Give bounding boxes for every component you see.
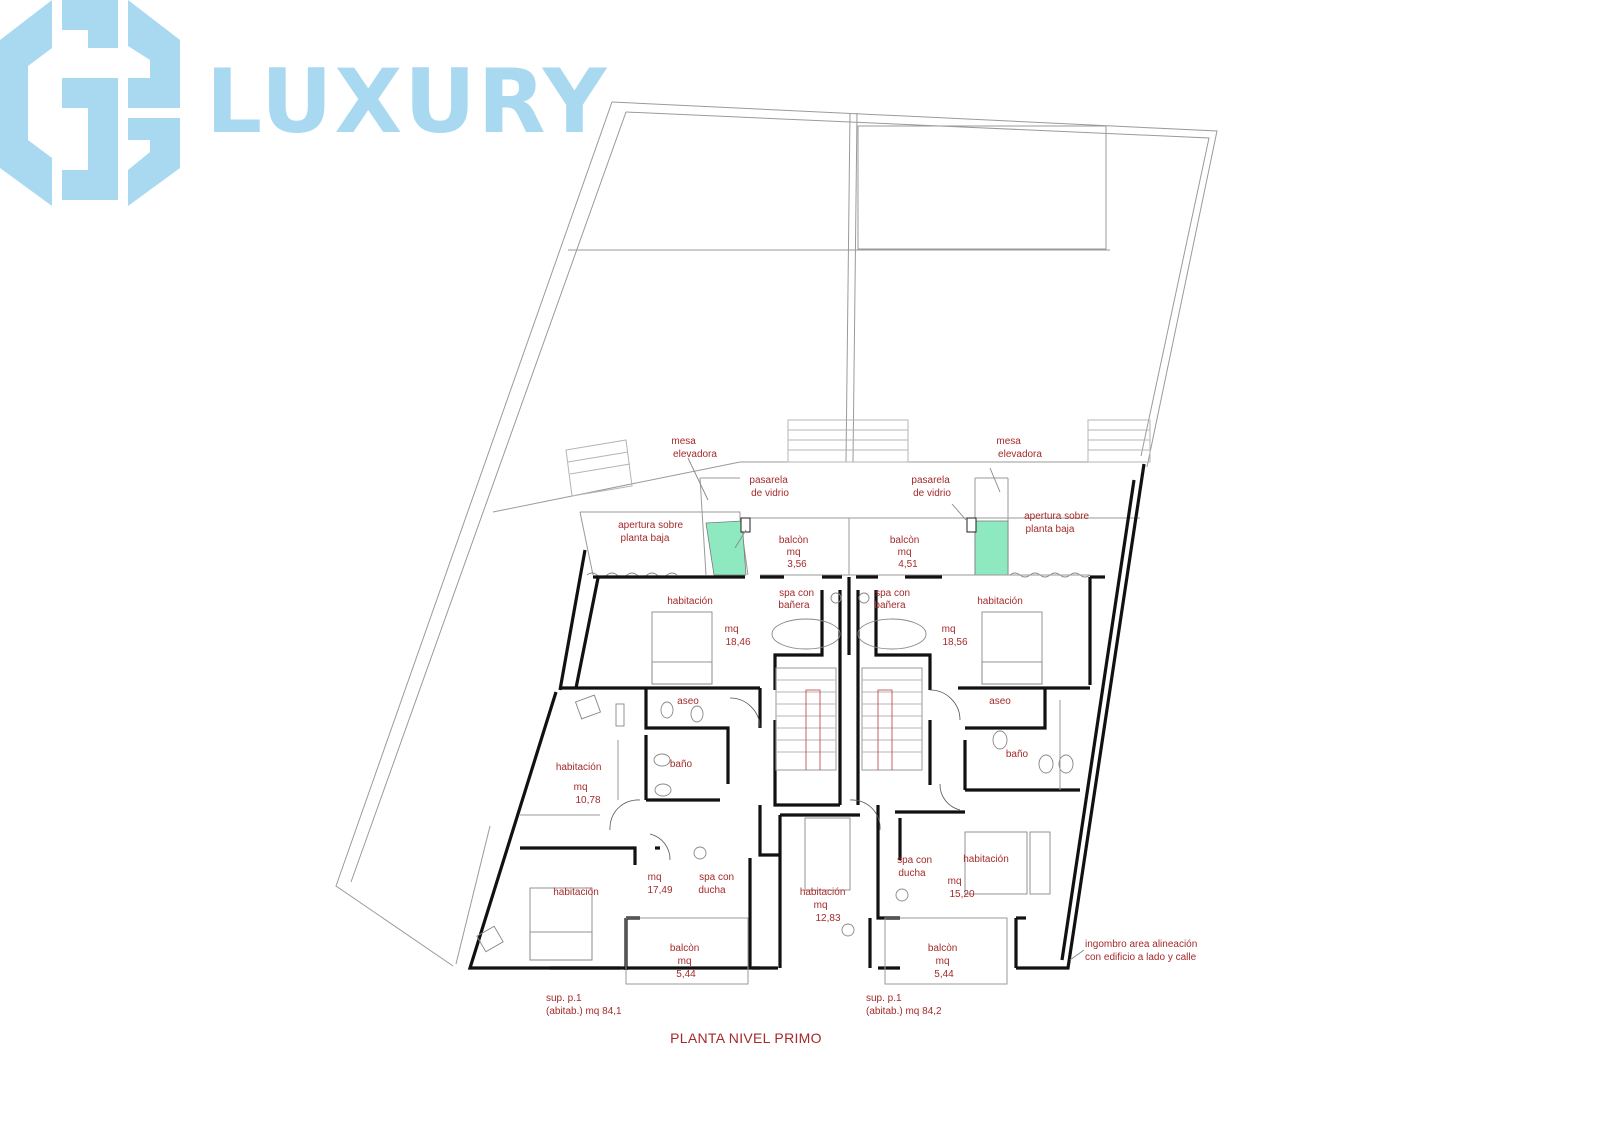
glass-walkway-right bbox=[974, 520, 1009, 576]
furniture bbox=[476, 592, 1074, 961]
label-bano-left: baño bbox=[670, 759, 693, 770]
label-sup-right: sup. p.1 (abitab.) mq 84,2 bbox=[866, 993, 942, 1017]
brand-name: LUXURY bbox=[206, 50, 608, 153]
label-hab-top-right-mq: mq 18,56 bbox=[942, 624, 968, 648]
label-hab-top-left: habitación bbox=[667, 596, 713, 607]
label-hab-bottom-left: habitación bbox=[553, 887, 599, 898]
label-spa-banera-left: spa con bañera bbox=[778, 588, 816, 611]
label-pasarela-left: pasarela de vidrio bbox=[749, 475, 790, 499]
label-apertura-left: apertura sobre planta baja bbox=[618, 520, 686, 544]
site-outline bbox=[335, 101, 1218, 967]
label-balcon-left: balcòn mq 3,56 bbox=[779, 535, 811, 570]
doors bbox=[609, 689, 961, 861]
room-labels: mesa elevadora mesa elevadora pasarela d… bbox=[546, 436, 1200, 1046]
stairs bbox=[775, 667, 923, 771]
label-aseo-right: aseo bbox=[989, 696, 1011, 707]
label-hab-bottom-right: habitación bbox=[963, 854, 1009, 865]
label-balcon-right: balcòn mq 4,51 bbox=[890, 535, 922, 570]
plan-title: PLANTA NIVEL PRIMO bbox=[670, 1030, 822, 1046]
label-hab-top-right: habitación bbox=[977, 596, 1023, 607]
bottom-balconies bbox=[625, 917, 1008, 985]
label-balcon-bottom-left: balcòn mq 5,44 bbox=[670, 943, 702, 980]
label-apertura-right: apertura sobre planta baja bbox=[1024, 511, 1092, 535]
label-balcon-bottom-right: balcòn mq 5,44 bbox=[928, 943, 960, 980]
label-bano-right: baño bbox=[1006, 749, 1029, 760]
label-sup-left: sup. p.1 (abitab.) mq 84,1 bbox=[546, 993, 622, 1017]
upper-balcony-area bbox=[579, 457, 1140, 578]
label-mesa-right: mesa elevadora bbox=[996, 436, 1042, 460]
gs-monogram-icon bbox=[0, 0, 180, 206]
building-walls bbox=[455, 463, 1146, 970]
label-hab-mid-left: habitación mq 10,78 bbox=[556, 762, 604, 806]
label-mq-bottom-right: mq 15,20 bbox=[948, 876, 975, 900]
label-mesa-left: mesa elevadora bbox=[671, 436, 717, 460]
label-pasarela-right: pasarela de vidrio bbox=[911, 475, 952, 499]
label-mq-bottom-left: mq 17,49 bbox=[647, 872, 672, 896]
label-aseo-left: aseo bbox=[677, 696, 699, 707]
label-hab-center: habitación mq 12,83 bbox=[800, 887, 848, 924]
label-spa-ducha-left: spa con ducha bbox=[698, 872, 737, 896]
label-spa-ducha-right: spa con ducha bbox=[897, 855, 935, 879]
label-hab-top-left-mq: mq 18,46 bbox=[725, 624, 751, 648]
label-spa-banera-right: spa con bañera bbox=[874, 588, 912, 611]
label-note-right: ingombro area alineación con edificio a … bbox=[1085, 939, 1200, 963]
glass-walkway-left bbox=[705, 520, 747, 576]
brand-logo: LUXURY bbox=[0, 0, 608, 206]
